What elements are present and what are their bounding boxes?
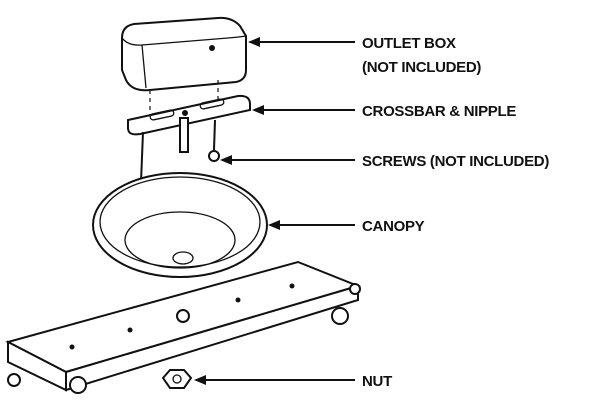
leader-arrows [194, 37, 355, 385]
label-screws: SCREWS (NOT INCLUDED) [362, 153, 549, 170]
label-outlet-box: OUTLET BOX [362, 35, 456, 52]
screws-part [140, 119, 220, 183]
mounting-bar-part [5, 260, 362, 394]
outlet-box-part [121, 16, 247, 92]
label-canopy: CANOPY [362, 218, 425, 235]
label-nut: NUT [362, 373, 392, 390]
label-crossbar: CROSSBAR & NIPPLE [362, 103, 516, 120]
nut-part [161, 369, 193, 389]
crossbar-part [127, 94, 251, 153]
label-outlet-box-note: (NOT INCLUDED) [362, 59, 481, 76]
canopy-part [92, 172, 268, 278]
